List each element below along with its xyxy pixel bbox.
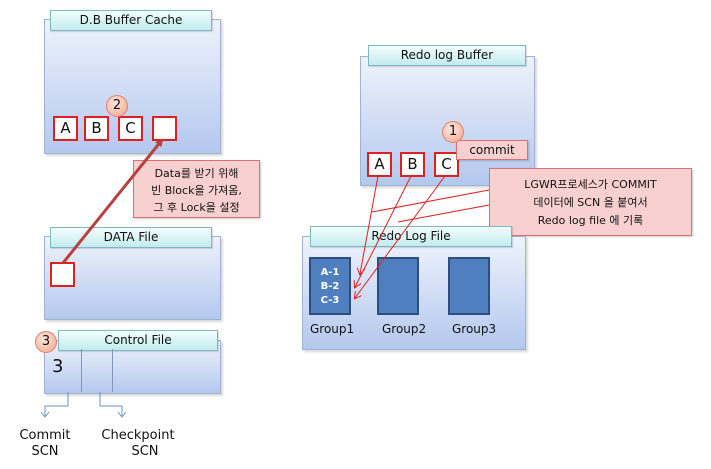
lgwr-pointer-2	[397, 204, 490, 223]
cache-block-b: B	[84, 116, 109, 141]
commit-scn-line2: SCN	[31, 444, 59, 459]
data-to-cache-arrow	[61, 138, 164, 264]
data-callout-line3: 그 후 Lock을 설정	[153, 201, 240, 214]
redo-block-a: A	[367, 152, 392, 177]
commit-scn-arrowhead	[40, 411, 50, 418]
redo-buffer-title: Redo log Buffer	[368, 45, 526, 66]
log-entry-c3: C-3	[320, 295, 340, 306]
redo-block-b: B	[400, 152, 425, 177]
lgwr-callout-line3: Redo log file 에 기록	[537, 214, 644, 227]
log-group1-box: A-1 B-2 C-3	[309, 257, 351, 315]
lgwr-callout-line2: 데이터에 SCN 을 붙여서	[533, 196, 648, 209]
checkpoint-scn-label: Checkpoint SCN	[92, 428, 184, 460]
cache-block-c: C	[118, 116, 143, 141]
cache-block-empty	[152, 116, 177, 141]
redo-block-c: C	[434, 152, 459, 177]
cache-block-a: A	[53, 116, 78, 141]
checkpoint-scn-connector	[99, 392, 123, 416]
control-file-divider-1	[81, 349, 82, 392]
group2-label: Group2	[382, 322, 427, 336]
arrow-a-to-log	[360, 175, 379, 274]
step-2-badge: 2	[106, 95, 128, 117]
data-callout: Data를 받기 위해 빈 Block을 가져옴, 그 후 Lock을 설정	[133, 160, 260, 218]
checkpoint-scn-arrowhead	[117, 411, 127, 418]
control-file-title: Control File	[58, 330, 218, 351]
commit-scn-connector	[44, 392, 69, 416]
group3-label: Group3	[452, 322, 497, 336]
control-file-divider-2	[112, 349, 113, 392]
log-entry-b2: B-2	[320, 281, 340, 292]
checkpoint-scn-line2: SCN	[131, 444, 159, 459]
data-file-block	[50, 262, 75, 287]
commit-scn-line1: Commit	[19, 428, 71, 443]
lgwr-callout-line1: LGWR프로세스가 COMMIT	[524, 178, 657, 191]
checkpoint-scn-line1: Checkpoint	[101, 428, 175, 443]
group1-label: Group1	[310, 322, 355, 336]
data-callout-line2: 빈 Block을 가져옴,	[151, 184, 242, 197]
redo-log-file-title: Redo Log File	[310, 226, 512, 247]
lgwr-callout: LGWR프로세스가 COMMIT 데이터에 SCN 을 붙여서 Redo log…	[489, 168, 692, 236]
data-file-title: DATA File	[50, 227, 212, 248]
log-group2-box	[377, 257, 419, 315]
arrow-c-to-log	[355, 175, 446, 298]
control-file-value: 3	[52, 356, 64, 377]
commit-label: commit	[456, 140, 528, 160]
step-3-badge: 3	[35, 331, 57, 353]
buffer-cache-title: D.B Buffer Cache	[50, 10, 212, 31]
commit-scn-label: Commit SCN	[10, 428, 80, 460]
arrow-b-to-log	[355, 175, 412, 287]
log-group3-box	[448, 257, 490, 315]
data-callout-line1: Data를 받기 위해	[154, 167, 239, 180]
lgwr-pointer-1	[371, 189, 490, 213]
step-1-badge: 1	[442, 121, 464, 143]
log-entry-a1: A-1	[320, 267, 340, 278]
